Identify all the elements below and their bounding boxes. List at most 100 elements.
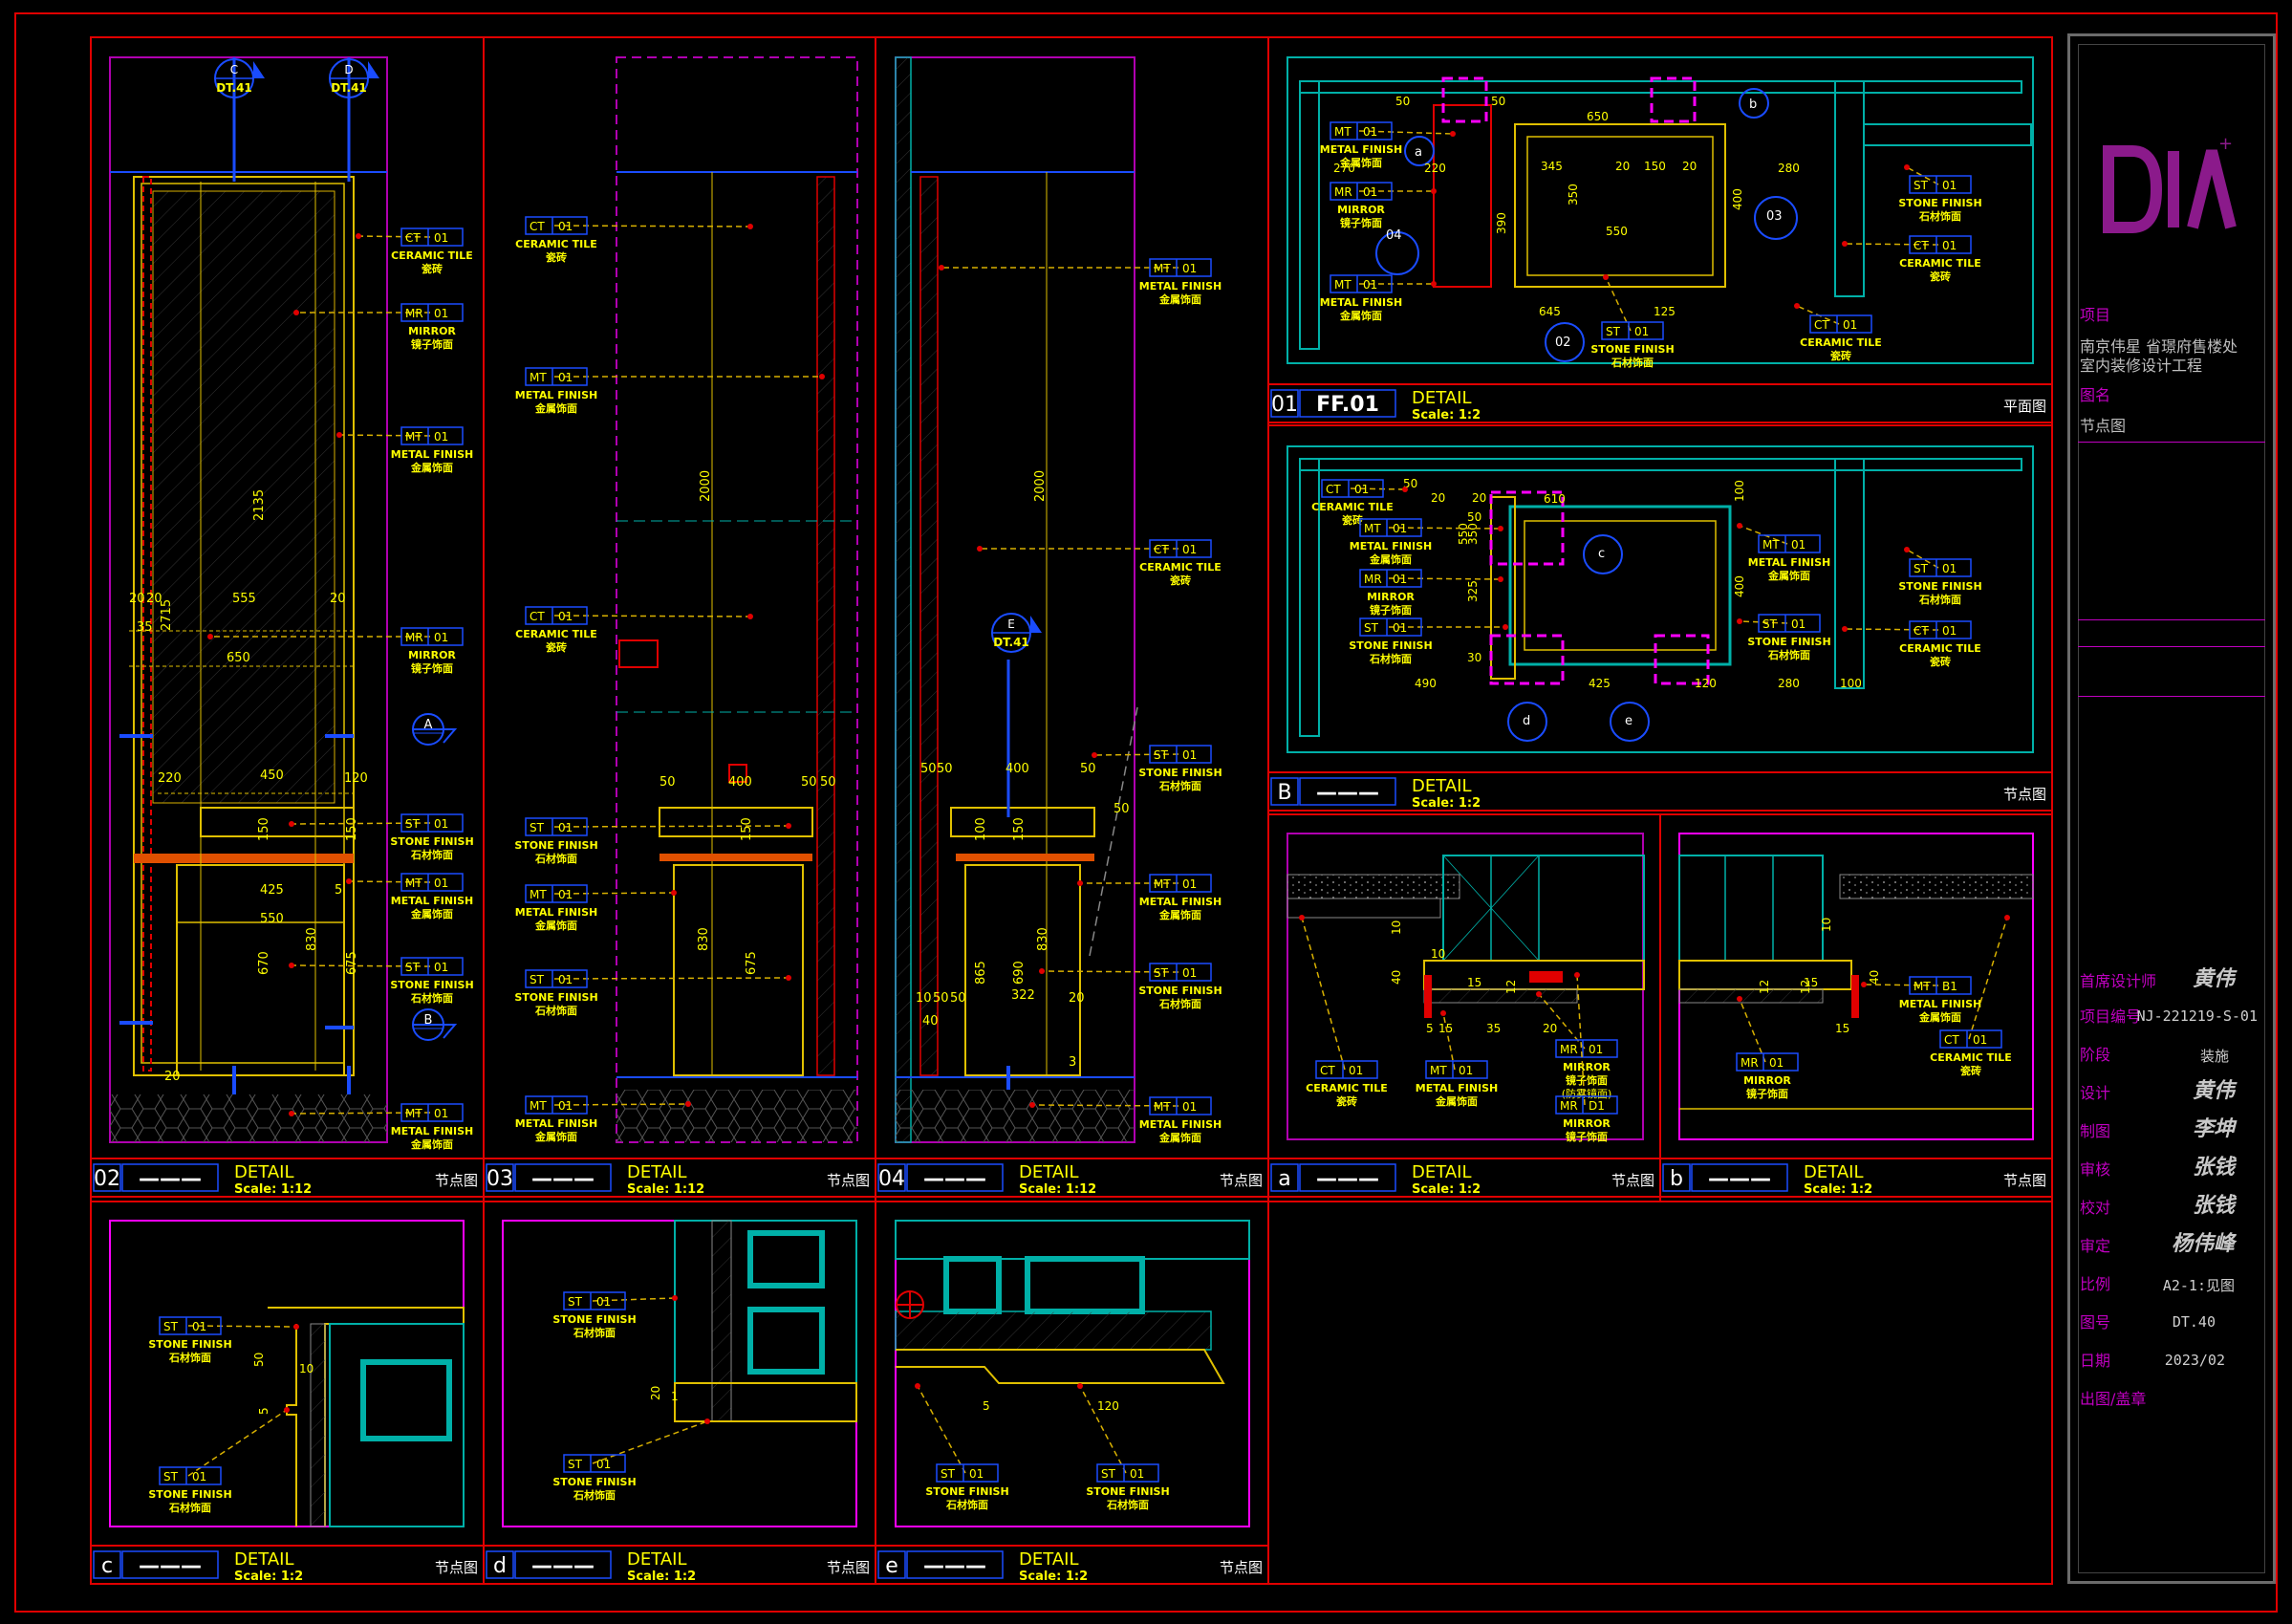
dim-b-8: 400 bbox=[1733, 575, 1746, 597]
material-code: MT bbox=[530, 371, 547, 384]
sheet-frame bbox=[14, 12, 2278, 1613]
section-marker-b[interactable]: B bbox=[412, 1008, 458, 1041]
panel-number: 04 bbox=[878, 1167, 905, 1191]
panel-name: ——— bbox=[1708, 1167, 1771, 1191]
material-number: 01 bbox=[1182, 543, 1197, 556]
marker-letter: A bbox=[424, 718, 433, 732]
dim-p03-0: 2000 bbox=[699, 470, 713, 502]
material-number: 01 bbox=[1349, 1064, 1363, 1077]
material-name-en: STONE FINISH bbox=[1138, 985, 1222, 997]
material-code: MT bbox=[1762, 538, 1780, 552]
dim-ff-15: 125 bbox=[1654, 305, 1676, 318]
section-marker-a[interactable]: A bbox=[412, 713, 458, 746]
dim-d-0: 20 bbox=[649, 1386, 662, 1400]
dim-p04-13: 50 bbox=[933, 991, 949, 1006]
marker-sheet: DT.41 bbox=[993, 636, 1029, 649]
material-name-cn: 石材饰面 bbox=[168, 1501, 211, 1514]
panel-b-plan: c d e 610 50 20 20 100 350 325 550 400 5… bbox=[1287, 445, 2034, 753]
material-name-cn: 石材饰面 bbox=[573, 1488, 616, 1502]
material-name-cn: 金属饰面 bbox=[1435, 1094, 1478, 1108]
dim-ff-7: 150 bbox=[1644, 160, 1666, 173]
title-block: + 项目 南京伟星 省璟府售楼处 室内装修设计工程 图名 节点图 首席设计师 黄… bbox=[2067, 33, 2276, 1584]
panel-name: ——— bbox=[139, 1554, 202, 1578]
panel-03-elevation: 2000 400 50 50 50 150 830 675 bbox=[616, 56, 858, 1143]
material-name-cn: 石材饰面 bbox=[534, 852, 577, 865]
material-name-cn: 金属饰面 bbox=[410, 461, 453, 474]
material-code: MT bbox=[1914, 980, 1931, 993]
material-number: B1 bbox=[1942, 980, 1957, 993]
material-name-cn: 石材饰面 bbox=[410, 848, 453, 861]
dim-ff-9: 280 bbox=[1778, 162, 1800, 175]
material-number: 01 bbox=[1182, 748, 1197, 762]
dim-ff-6: 20 bbox=[1615, 160, 1630, 173]
dim-ff-11: 550 bbox=[1606, 225, 1628, 238]
material-name-en: METAL FINISH bbox=[391, 895, 474, 907]
material-number: 01 bbox=[1182, 966, 1197, 980]
panel-number: e bbox=[885, 1554, 898, 1578]
material-number: 01 bbox=[1791, 538, 1805, 552]
material-name-en: METAL FINISH bbox=[1748, 556, 1831, 569]
section-marker-e[interactable]: EDT.41 bbox=[991, 613, 1042, 653]
marker-letter: C bbox=[230, 63, 238, 76]
material-code: CT bbox=[1154, 543, 1169, 556]
material-number: 01 bbox=[596, 1458, 611, 1471]
material-name-en: STONE FINISH bbox=[1349, 639, 1432, 652]
designer-label: 首席设计师 bbox=[2080, 972, 2157, 990]
dim-a-4: 35 bbox=[1486, 1022, 1501, 1035]
dim-ff-1: 50 bbox=[1395, 95, 1410, 108]
dim-e-1: 120 bbox=[1097, 1399, 1119, 1413]
material-code: MT bbox=[1334, 125, 1351, 139]
panel-name: ——— bbox=[923, 1554, 986, 1578]
material-number: 01 bbox=[558, 1099, 573, 1113]
dim-b-4: 100 bbox=[1733, 480, 1746, 502]
material-code: ST bbox=[530, 973, 545, 986]
dim-p02-3: 20 bbox=[129, 592, 145, 606]
dim-p02-0: 2135 bbox=[252, 489, 267, 521]
marker-03: 03 bbox=[1766, 209, 1783, 224]
panel-scale: Scale: 1:2 bbox=[1019, 1570, 1088, 1584]
check-signature: 张钱 bbox=[2192, 1155, 2235, 1180]
dim-b-13: 120 bbox=[1695, 677, 1717, 690]
dim-b-2: 20 bbox=[1431, 491, 1445, 505]
panel-title: DETAIL bbox=[1019, 1549, 1078, 1570]
panel-title: DETAIL bbox=[1019, 1162, 1078, 1182]
material-name-en: METAL FINISH bbox=[1139, 896, 1222, 908]
dim-bb-3: 15 bbox=[1835, 1022, 1849, 1035]
material-code: MT bbox=[530, 888, 547, 901]
panel-type: 节点图 bbox=[827, 1172, 870, 1189]
section-marker-c[interactable]: CDT.41 bbox=[214, 58, 265, 98]
material-name-en: STONE FINISH bbox=[925, 1485, 1008, 1498]
design-signature: 黄伟 bbox=[2192, 1078, 2235, 1103]
material-number: 01 bbox=[434, 631, 448, 644]
material-number: 01 bbox=[969, 1467, 984, 1481]
panel-ff01-plan: 04 03 02 a b 650 50 50 270 220 345 20 15… bbox=[1287, 56, 2034, 364]
dim-ff-4: 220 bbox=[1424, 162, 1446, 175]
panel-04-elevation: 2000 400 50 50 50 50 100 150 865 690 830… bbox=[895, 56, 1138, 1143]
section-marker-d[interactable]: DDT.41 bbox=[329, 58, 379, 98]
dim-a-0: 10 bbox=[1390, 920, 1403, 935]
material-name-cn: 镜子饰面 bbox=[411, 661, 453, 675]
dim-p04-10: 830 bbox=[1036, 927, 1050, 951]
material-number: 01 bbox=[434, 877, 448, 890]
material-name-en: CERAMIC TILE bbox=[1139, 561, 1222, 574]
material-code: ST bbox=[1914, 179, 1929, 192]
material-note: (防雾镜面) bbox=[1562, 1087, 1612, 1100]
material-name-cn: 金属饰面 bbox=[1339, 156, 1382, 169]
material-number: 01 bbox=[1942, 562, 1957, 575]
panel-type: 节点图 bbox=[435, 1172, 478, 1189]
panel-name: ——— bbox=[531, 1167, 595, 1191]
panel-scale: Scale: 1:2 bbox=[1804, 1182, 1872, 1197]
